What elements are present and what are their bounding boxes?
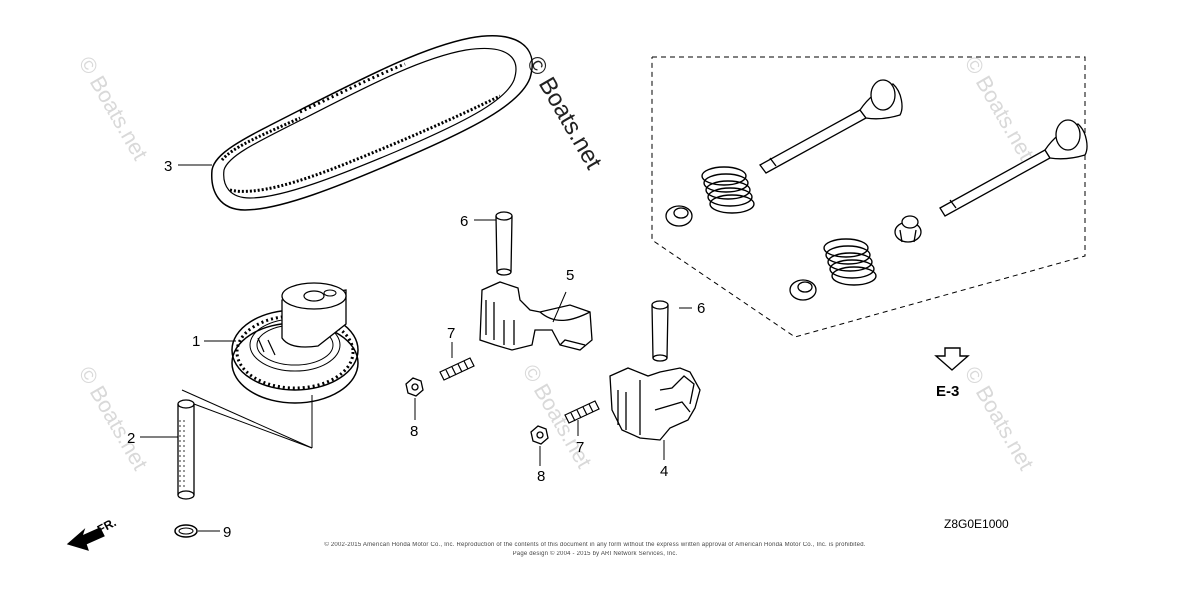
callout-7: 7 bbox=[576, 439, 584, 456]
callout-4: 4 bbox=[660, 463, 668, 480]
watermark-text: © Boats.net bbox=[960, 362, 1039, 474]
rocker-arm-exhaust bbox=[609, 367, 701, 441]
valve-spring bbox=[823, 238, 877, 286]
section-reference: E-3 bbox=[936, 383, 959, 400]
callout-8: 8 bbox=[537, 468, 545, 485]
hex-nut bbox=[530, 425, 549, 445]
cam-pulley bbox=[231, 282, 359, 404]
adjusting-screw bbox=[564, 400, 600, 424]
callout-7: 7 bbox=[447, 325, 455, 342]
watermark-text: © Boats.net bbox=[74, 52, 153, 164]
valve-exhaust bbox=[939, 119, 1088, 217]
callout-2: 2 bbox=[127, 430, 135, 447]
watermark-text: © Boats.net bbox=[518, 360, 597, 472]
spring-retainer bbox=[665, 205, 693, 227]
rocker-pin bbox=[495, 211, 513, 276]
callout-6: 6 bbox=[697, 300, 705, 317]
cam-shaft bbox=[177, 389, 313, 500]
callout-3: 3 bbox=[164, 158, 172, 175]
valve-stem-seal bbox=[894, 215, 922, 243]
o-ring bbox=[174, 524, 198, 538]
timing-belt bbox=[211, 35, 533, 211]
callout-numbers: 3 1 2 6 5 6 7 7 8 8 4 9 bbox=[127, 158, 705, 541]
callout-5: 5 bbox=[566, 267, 574, 284]
valve-spring bbox=[701, 166, 755, 214]
callout-8: 8 bbox=[410, 423, 418, 440]
page-design-line: Page design © 2004 - 2015 by ARI Network… bbox=[512, 551, 678, 557]
watermark-text: © Boats.net bbox=[960, 52, 1039, 164]
diagram-code: Z8G0E1000 bbox=[944, 517, 1009, 531]
callout-9: 9 bbox=[223, 524, 231, 541]
valve-intake bbox=[759, 79, 903, 174]
front-direction-arrow-icon bbox=[66, 527, 105, 551]
adjusting-screw bbox=[439, 357, 475, 381]
valve-reference-box bbox=[651, 56, 1086, 338]
rocker-arm-intake bbox=[479, 281, 593, 351]
callout-6: 6 bbox=[460, 213, 468, 230]
callout-leaders bbox=[140, 164, 692, 532]
rocker-pin bbox=[651, 300, 669, 362]
hex-nut bbox=[405, 377, 424, 397]
watermark-text-dark: © Boats.net bbox=[521, 52, 607, 175]
spring-retainer bbox=[789, 279, 817, 301]
callout-1: 1 bbox=[192, 333, 200, 350]
copyright-line: © 2002-2015 American Honda Motor Co., In… bbox=[324, 542, 866, 548]
reference-arrow-icon bbox=[934, 347, 970, 371]
watermark-text: © Boats.net bbox=[74, 362, 153, 474]
